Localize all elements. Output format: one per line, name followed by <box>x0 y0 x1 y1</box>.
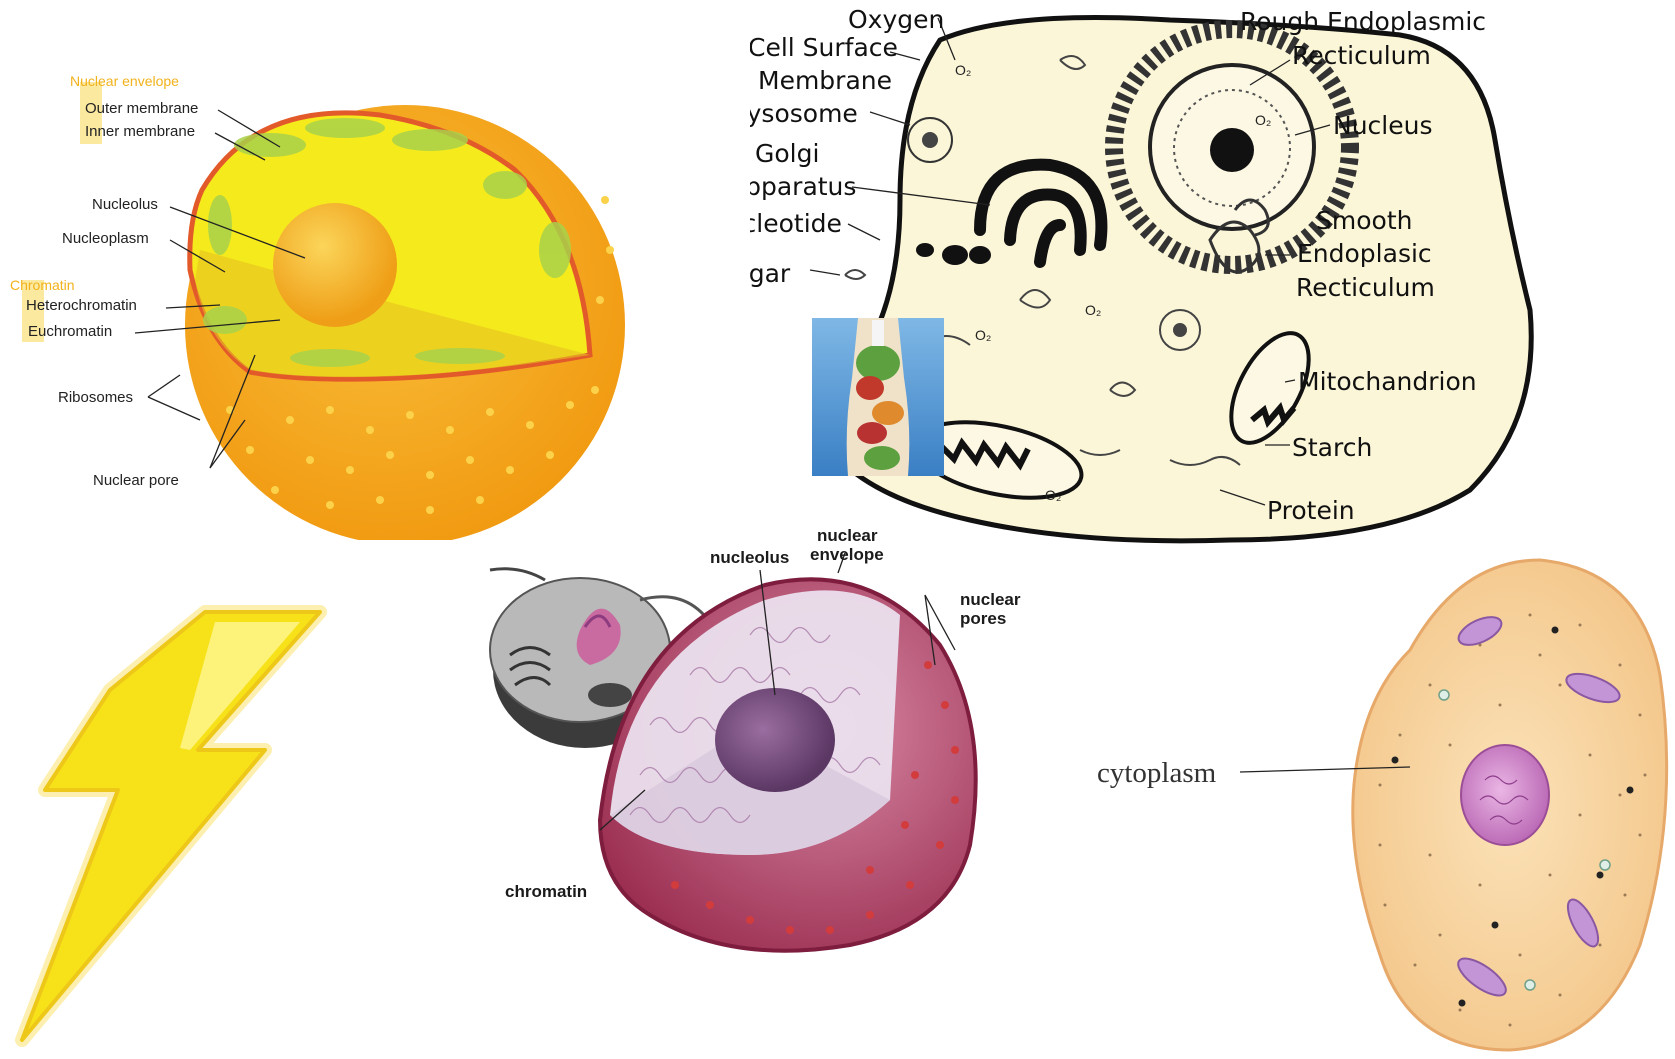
label-nuclear-pores-2: pores <box>960 609 1006 628</box>
lysosome-core <box>922 132 938 148</box>
label-starch: Starch <box>1292 433 1372 462</box>
label-ribosomes: Ribosomes <box>58 389 133 406</box>
lightning-bolt-svg <box>0 600 330 1050</box>
label-chromatin-group: Chromatin <box>10 277 75 293</box>
label-nucleolus-3d: nucleolus <box>710 548 789 567</box>
label-rough-er-1: Rough Endoplasmic <box>1240 7 1486 36</box>
nucleus-diagram-svg: Nuclear envelope Outer membrane Inner me… <box>0 0 640 540</box>
nucleus-diagram: Nuclear envelope Outer membrane Inner me… <box>0 0 640 540</box>
label-smooth-er-1: Smooth <box>1316 206 1412 235</box>
label-nuclear-pore: Nuclear pore <box>93 472 179 489</box>
label-nuclear-envelope-2: envelope <box>810 545 884 564</box>
label-nuclear-envelope: Nuclear envelope <box>70 73 179 89</box>
label-smooth-er-2: Endoplasic <box>1297 239 1432 268</box>
label-protein: Protein <box>1267 496 1355 525</box>
bolt-shape <box>22 612 320 1040</box>
label-lysosome: Lysosome <box>750 99 858 128</box>
label-nucleolus: Nucleolus <box>92 196 158 213</box>
label-euchromatin: Euchromatin <box>28 323 112 340</box>
label-golgi-1: Golgi <box>755 139 819 168</box>
label-nucleotide: Nucleotide <box>750 209 842 238</box>
label-nuclear-pores-1: nuclear <box>960 590 1021 609</box>
label-inner-membrane: Inner membrane <box>85 123 195 140</box>
nucleolus-3d-body <box>715 688 835 792</box>
o2-symbol-3: O₂ <box>1085 302 1101 318</box>
o2-symbol-4: O₂ <box>975 327 991 343</box>
label-golgi-2: Apparatus <box>750 172 856 201</box>
food-body-svg <box>812 318 944 476</box>
lightning-bolt <box>0 600 330 1050</box>
label-nucleus: Nucleus <box>1333 111 1433 140</box>
label-rough-er-2: Recticulum <box>1292 41 1431 70</box>
nucleolus-dark <box>1210 128 1254 172</box>
label-nuclear-envelope-1: nuclear <box>817 526 878 545</box>
label-cytoplasm: cytoplasm <box>1097 757 1217 789</box>
label-heterochromatin: Heterochromatin <box>26 297 137 314</box>
nucleus-3d-svg: nucleolus nuclear envelope nuclear pores… <box>450 525 1050 1005</box>
cytoplasm-cell-svg: cytoplasm <box>1080 555 1675 1054</box>
label-nucleoplasm: Nucleoplasm <box>62 230 149 247</box>
label-cell-surface-1: Cell Surface <box>750 33 898 62</box>
label-oxygen: Oxygen <box>848 5 944 34</box>
food-body-thumbnail <box>812 318 944 476</box>
nucleus-pink <box>1461 745 1549 845</box>
o2-symbol-5: O₂ <box>1045 487 1061 503</box>
cytoplasm-cell: cytoplasm <box>1080 555 1675 1054</box>
o2-symbol-1: O₂ <box>955 62 971 78</box>
nucleolus-sphere <box>273 203 397 327</box>
label-mitochondrion: Mitochandrion <box>1298 367 1477 396</box>
nucleus-3d: nucleolus nuclear envelope nuclear pores… <box>450 525 1050 1005</box>
label-sugar: Sugar <box>750 259 791 288</box>
label-cell-surface-2: Membrane <box>758 66 892 95</box>
label-smooth-er-3: Recticulum <box>1296 273 1435 302</box>
o2-symbol-2: O₂ <box>1255 112 1271 128</box>
label-outer-membrane: Outer membrane <box>85 100 198 117</box>
label-chromatin-3d: chromatin <box>505 882 587 901</box>
